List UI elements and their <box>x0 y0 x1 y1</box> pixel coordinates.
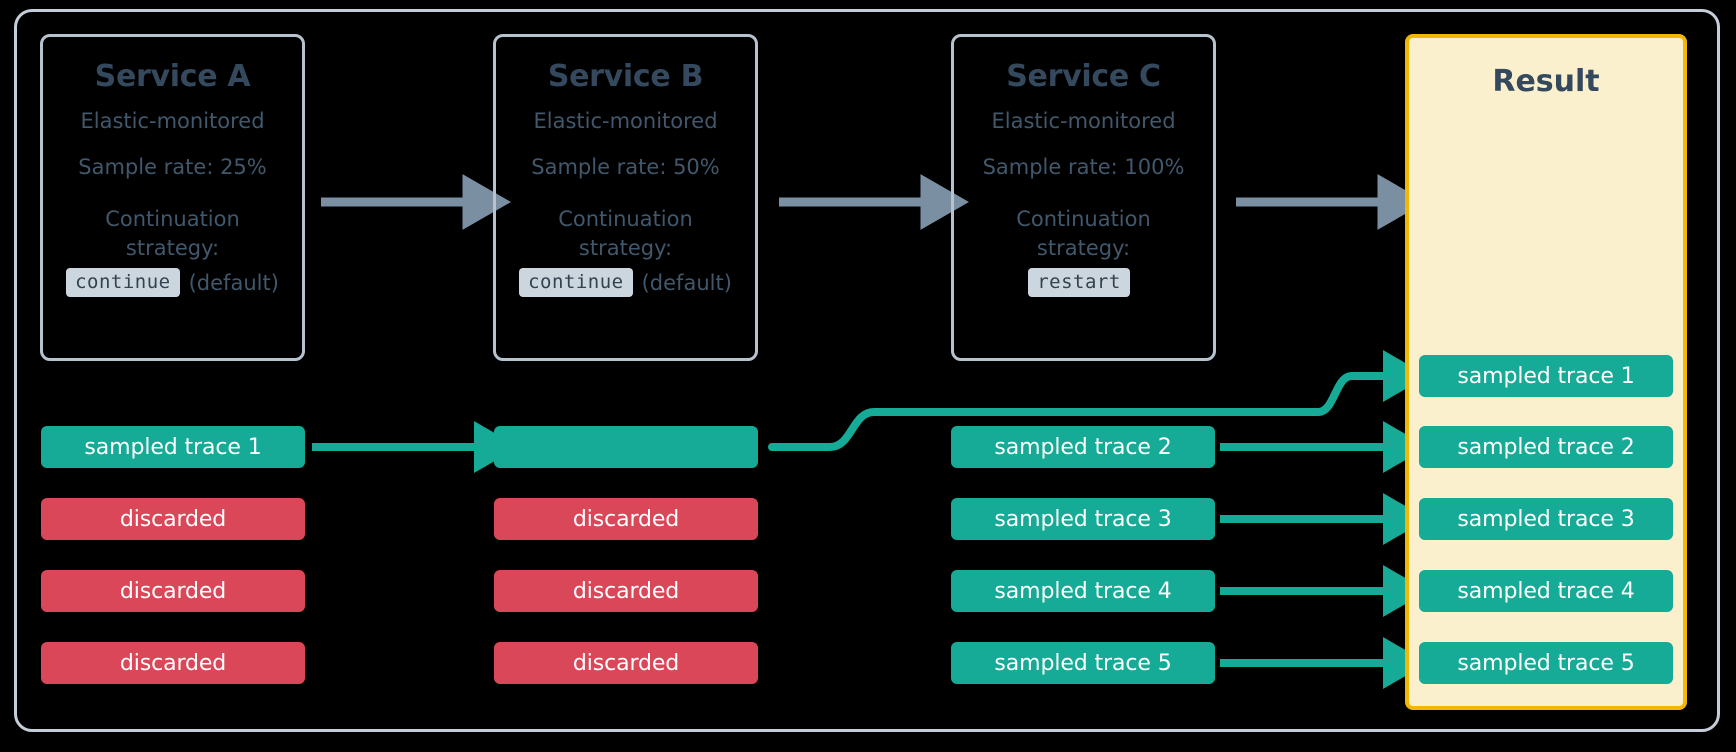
service-c-sample-rate: Sample rate: 100% <box>982 155 1185 180</box>
trace-pill-b-3-label: discarded <box>572 578 680 604</box>
trace-pill-c-4-label: sampled trace 5 <box>994 650 1172 676</box>
service-a-strategy-value: continue <box>66 268 180 298</box>
result-trace-pill-3[interactable]: sampled trace 3 <box>1419 498 1673 540</box>
service-b-title: Service B <box>547 59 704 94</box>
trace-pill-a-1[interactable]: sampled trace 1 <box>41 426 305 468</box>
result-trace-pill-2-label: sampled trace 2 <box>1457 434 1635 460</box>
service-c-title: Service C <box>1006 59 1161 94</box>
trace-pill-c-1[interactable]: sampled trace 2 <box>951 426 1215 468</box>
service-b-sample-rate: Sample rate: 50% <box>531 155 720 180</box>
result-trace-pill-5-label: sampled trace 5 <box>1457 650 1635 676</box>
result-title: Result <box>1492 64 1600 99</box>
trace-pill-a-2-label: discarded <box>119 506 227 532</box>
service-b-strategy-label-line2: strategy: <box>578 236 673 261</box>
result-trace-pill-3-label: sampled trace 3 <box>1457 506 1635 532</box>
service-card-service-a[interactable]: Service A Elastic-monitored Sample rate:… <box>40 34 305 361</box>
result-trace-pill-1-label: sampled trace 1 <box>1457 363 1635 389</box>
trace-pill-a-1-label: sampled trace 1 <box>84 434 262 460</box>
service-a-subtitle: Elastic-monitored <box>80 109 265 133</box>
service-c-strategy-value: restart <box>1028 268 1130 298</box>
diagram-outer-frame <box>14 9 1720 732</box>
service-a-sample-rate: Sample rate: 25% <box>78 155 267 180</box>
service-b-strategy-label-line1: Continuation <box>558 207 693 232</box>
service-c-strategy-label-line2: strategy: <box>1036 236 1131 261</box>
trace-pill-a-3[interactable]: discarded <box>41 570 305 612</box>
service-card-service-c[interactable]: Service C Elastic-monitored Sample rate:… <box>951 34 1216 361</box>
service-b-strategy-label: Continuation strategy: <box>496 205 755 263</box>
service-b-strategy-value: continue <box>519 268 633 298</box>
trace-pill-a-4-label: discarded <box>119 650 227 676</box>
service-c-strategy-label-line1: Continuation <box>1016 207 1151 232</box>
trace-pill-a-2[interactable]: discarded <box>41 498 305 540</box>
service-a-strategy-note: (default) <box>188 270 279 295</box>
trace-pill-b-3[interactable]: discarded <box>494 570 758 612</box>
trace-pill-b-4[interactable]: discarded <box>494 642 758 684</box>
service-c-subtitle: Elastic-monitored <box>991 109 1176 133</box>
trace-pill-c-2-label: sampled trace 3 <box>994 506 1172 532</box>
result-trace-pill-5[interactable]: sampled trace 5 <box>1419 642 1673 684</box>
trace-pill-c-4[interactable]: sampled trace 5 <box>951 642 1215 684</box>
service-b-subtitle: Elastic-monitored <box>533 109 718 133</box>
result-trace-pill-2[interactable]: sampled trace 2 <box>1419 426 1673 468</box>
service-c-strategy-label: Continuation strategy: <box>954 205 1213 263</box>
service-b-strategy-note: (default) <box>641 270 732 295</box>
trace-pill-c-2[interactable]: sampled trace 3 <box>951 498 1215 540</box>
result-trace-pill-4[interactable]: sampled trace 4 <box>1419 570 1673 612</box>
trace-pill-b-1[interactable] <box>494 426 758 468</box>
trace-pill-b-4-label: discarded <box>572 650 680 676</box>
service-c-strategy-line: restart <box>954 268 1213 298</box>
service-card-service-b[interactable]: Service B Elastic-monitored Sample rate:… <box>493 34 758 361</box>
trace-pill-a-3-label: discarded <box>119 578 227 604</box>
trace-pill-c-3[interactable]: sampled trace 4 <box>951 570 1215 612</box>
trace-pill-a-4[interactable]: discarded <box>41 642 305 684</box>
trace-pill-b-2[interactable]: discarded <box>494 498 758 540</box>
result-trace-pill-1[interactable]: sampled trace 1 <box>1419 355 1673 397</box>
service-b-strategy-line: continue (default) <box>496 268 755 298</box>
service-a-strategy-label: Continuation strategy: <box>43 205 302 263</box>
trace-pill-c-3-label: sampled trace 4 <box>994 578 1172 604</box>
trace-pill-b-2-label: discarded <box>572 506 680 532</box>
result-trace-pill-4-label: sampled trace 4 <box>1457 578 1635 604</box>
trace-pill-c-1-label: sampled trace 2 <box>994 434 1172 460</box>
service-a-strategy-label-line2: strategy: <box>125 236 220 261</box>
service-a-strategy-line: continue (default) <box>43 268 302 298</box>
service-a-title: Service A <box>94 59 251 94</box>
service-a-strategy-label-line1: Continuation <box>105 207 240 232</box>
